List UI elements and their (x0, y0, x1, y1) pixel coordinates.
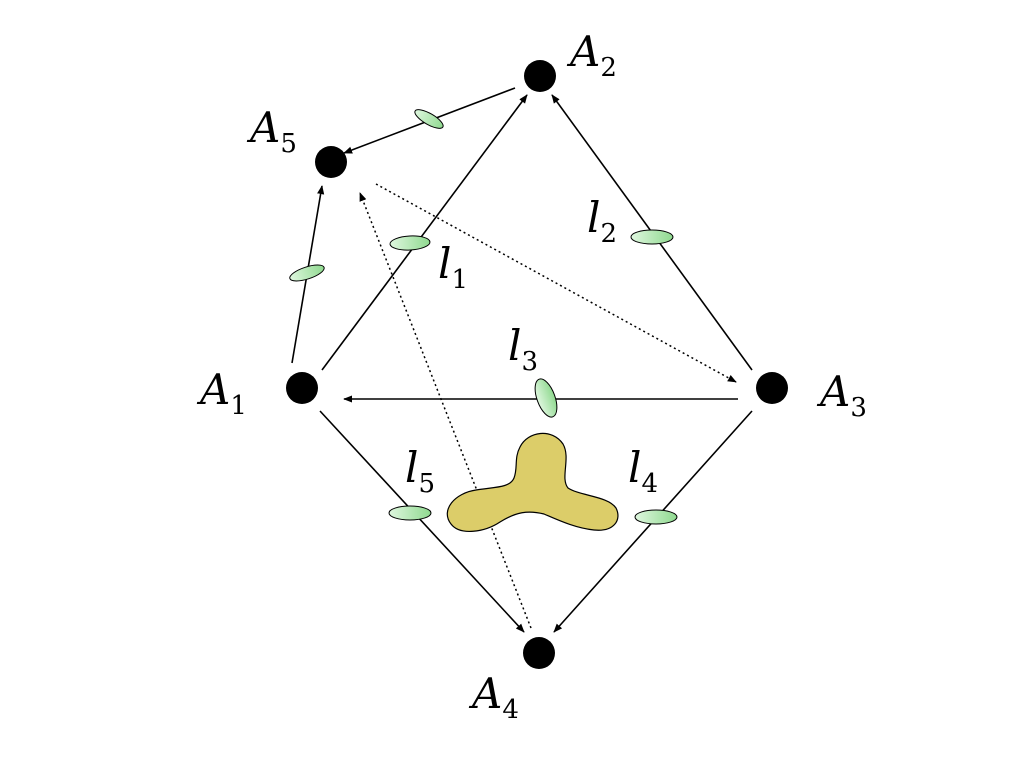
label-l3: l3 (508, 321, 538, 377)
label-l1: l1 (438, 239, 468, 295)
node-a3 (756, 372, 788, 404)
node-a5 (315, 146, 347, 178)
node-a2 (524, 60, 556, 92)
edge-a1-a2 (321, 94, 528, 371)
label-l4: l4 (628, 443, 658, 499)
label-a3: A3 (816, 367, 867, 423)
lens-l5 (388, 505, 432, 521)
edge-lenses (289, 109, 678, 525)
label-a2: A2 (566, 27, 617, 83)
lens-l1 (389, 235, 431, 251)
label-l2: l2 (587, 193, 617, 249)
label-a4: A4 (468, 669, 519, 725)
edge-a1-a4-l5 (319, 410, 525, 633)
dotted-edge-a5-a3 (375, 183, 737, 383)
label-a5: A5 (246, 103, 297, 159)
lens-a2-a5 (414, 109, 444, 129)
lens-l2 (630, 229, 674, 245)
node-a1 (286, 372, 318, 404)
nodes (286, 60, 788, 669)
label-a1: A1 (196, 365, 247, 421)
lens-l3 (534, 378, 558, 418)
lens-a1-a5 (289, 264, 325, 282)
label-l5: l5 (405, 443, 435, 499)
obstacle-blob (446, 432, 619, 532)
dotted-edges (359, 183, 737, 629)
lens-l4 (634, 509, 678, 525)
node-a4 (523, 637, 555, 669)
